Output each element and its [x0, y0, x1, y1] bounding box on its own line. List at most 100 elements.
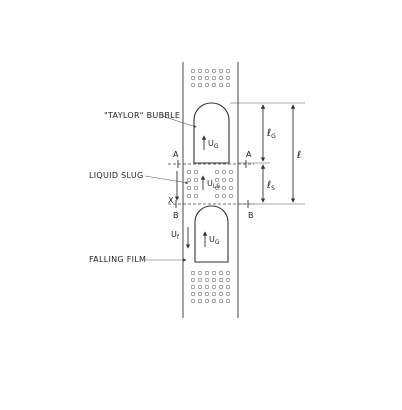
- section-b-right-label: B: [248, 211, 254, 220]
- liquid-dot: [204, 75, 210, 81]
- section-a-left-label: A: [173, 150, 179, 159]
- svg-text:ℓG: ℓG: [267, 128, 276, 140]
- liquid-dot: [190, 291, 196, 297]
- liquid-dot: [204, 270, 210, 276]
- taylor-bubble-leader: [161, 115, 197, 128]
- liquid-dot: [211, 284, 217, 290]
- lg-sub: G: [271, 133, 276, 140]
- uf-label: U: [171, 230, 177, 239]
- liquid-dot: [190, 298, 196, 304]
- liquid-dot: [218, 68, 224, 74]
- liquid-dot: [193, 185, 199, 191]
- liquid-dot: [211, 270, 217, 276]
- ls-label: ℓ: [267, 180, 271, 191]
- liquid-dot: [197, 284, 203, 290]
- liquid-dot: [214, 185, 220, 191]
- liquid-dot: [204, 291, 210, 297]
- liquid-dot: [197, 75, 203, 81]
- liquid-dot: [193, 193, 199, 199]
- liquid-dot: [204, 298, 210, 304]
- taylor-bubble-lower: [194, 205, 229, 263]
- liquid-dot: [225, 277, 231, 283]
- dimensions: [230, 102, 305, 205]
- liquid-dot: [204, 68, 210, 74]
- liquid-slug-leader: [144, 175, 189, 185]
- liquid-dot: [225, 270, 231, 276]
- liquid-dot: [211, 68, 217, 74]
- liquid-dot: [211, 291, 217, 297]
- section-b-left-label: B: [173, 211, 179, 220]
- liquid-dot: [214, 177, 220, 183]
- falling-film-label: FALLING FILM: [89, 255, 146, 264]
- liquid-dot: [218, 298, 224, 304]
- liquid-dot: [204, 82, 210, 88]
- liquid-dot: [186, 169, 192, 175]
- liquid-dot: [197, 68, 203, 74]
- liquid-dot: [197, 277, 203, 283]
- liquid-dot: [221, 193, 227, 199]
- ug-sub-lower: G: [215, 239, 220, 246]
- liquid-dots-bottom: [190, 270, 231, 304]
- liquid-dot: [204, 284, 210, 290]
- liquid-dot: [211, 75, 217, 81]
- liquid-dot: [214, 193, 220, 199]
- liquid-dot: [190, 68, 196, 74]
- liquid-dot: [193, 177, 199, 183]
- liquid-dot: [197, 270, 203, 276]
- svg-text:ULS: ULS: [207, 179, 220, 190]
- ug-label-upper: U: [208, 139, 214, 148]
- liquid-dot: [225, 298, 231, 304]
- liquid-dot: [186, 193, 192, 199]
- liquid-dot: [218, 82, 224, 88]
- liquid-dot: [225, 75, 231, 81]
- liquid-dots-slug: [186, 169, 234, 199]
- section-a-right-label: A: [246, 150, 252, 159]
- ug-label-lower: U: [209, 235, 215, 244]
- liquid-dot: [211, 277, 217, 283]
- liquid-dot: [218, 284, 224, 290]
- pipe: [182, 62, 239, 318]
- liquid-dot: [204, 277, 210, 283]
- liquid-dot: [214, 169, 220, 175]
- liquid-dot: [228, 193, 234, 199]
- liquid-dot: [197, 82, 203, 88]
- liquid-dot: [221, 185, 227, 191]
- liquid-dot: [225, 291, 231, 297]
- liquid-dot: [186, 185, 192, 191]
- uls-sub: LS: [213, 183, 220, 190]
- liquid-dot: [218, 277, 224, 283]
- liquid-dot: [190, 82, 196, 88]
- liquid-dot: [218, 270, 224, 276]
- liquid-dot: [225, 82, 231, 88]
- l-label: ℓ: [297, 150, 301, 161]
- liquid-dot: [190, 75, 196, 81]
- ug-sub-upper: G: [214, 143, 219, 150]
- liquid-dot: [218, 75, 224, 81]
- svg-text:UG: UG: [209, 235, 220, 246]
- svg-text:UG: UG: [208, 139, 219, 150]
- liquid-dot: [211, 82, 217, 88]
- liquid-dot: [190, 277, 196, 283]
- liquid-dot: [221, 177, 227, 183]
- liquid-dot: [228, 185, 234, 191]
- liquid-dot: [193, 169, 199, 175]
- svg-text:Uf: Uf: [171, 230, 180, 241]
- liquid-dot: [228, 169, 234, 175]
- x-label: X: [168, 196, 174, 205]
- uf-sub: f: [177, 234, 180, 241]
- liquid-slug-label: LIQUID SLUG: [89, 171, 144, 180]
- liquid-dot: [228, 177, 234, 183]
- liquid-dot: [221, 169, 227, 175]
- uls-label: U: [207, 179, 213, 188]
- taylor-bubble-upper: [193, 102, 230, 164]
- liquid-dot: [211, 298, 217, 304]
- liquid-dot: [190, 284, 196, 290]
- ls-sub: S: [271, 185, 275, 192]
- liquid-dot: [190, 270, 196, 276]
- liquid-dot: [225, 68, 231, 74]
- liquid-dot: [186, 177, 192, 183]
- svg-text:ℓS: ℓS: [267, 180, 275, 192]
- liquid-dot: [225, 284, 231, 290]
- liquid-dot: [197, 291, 203, 297]
